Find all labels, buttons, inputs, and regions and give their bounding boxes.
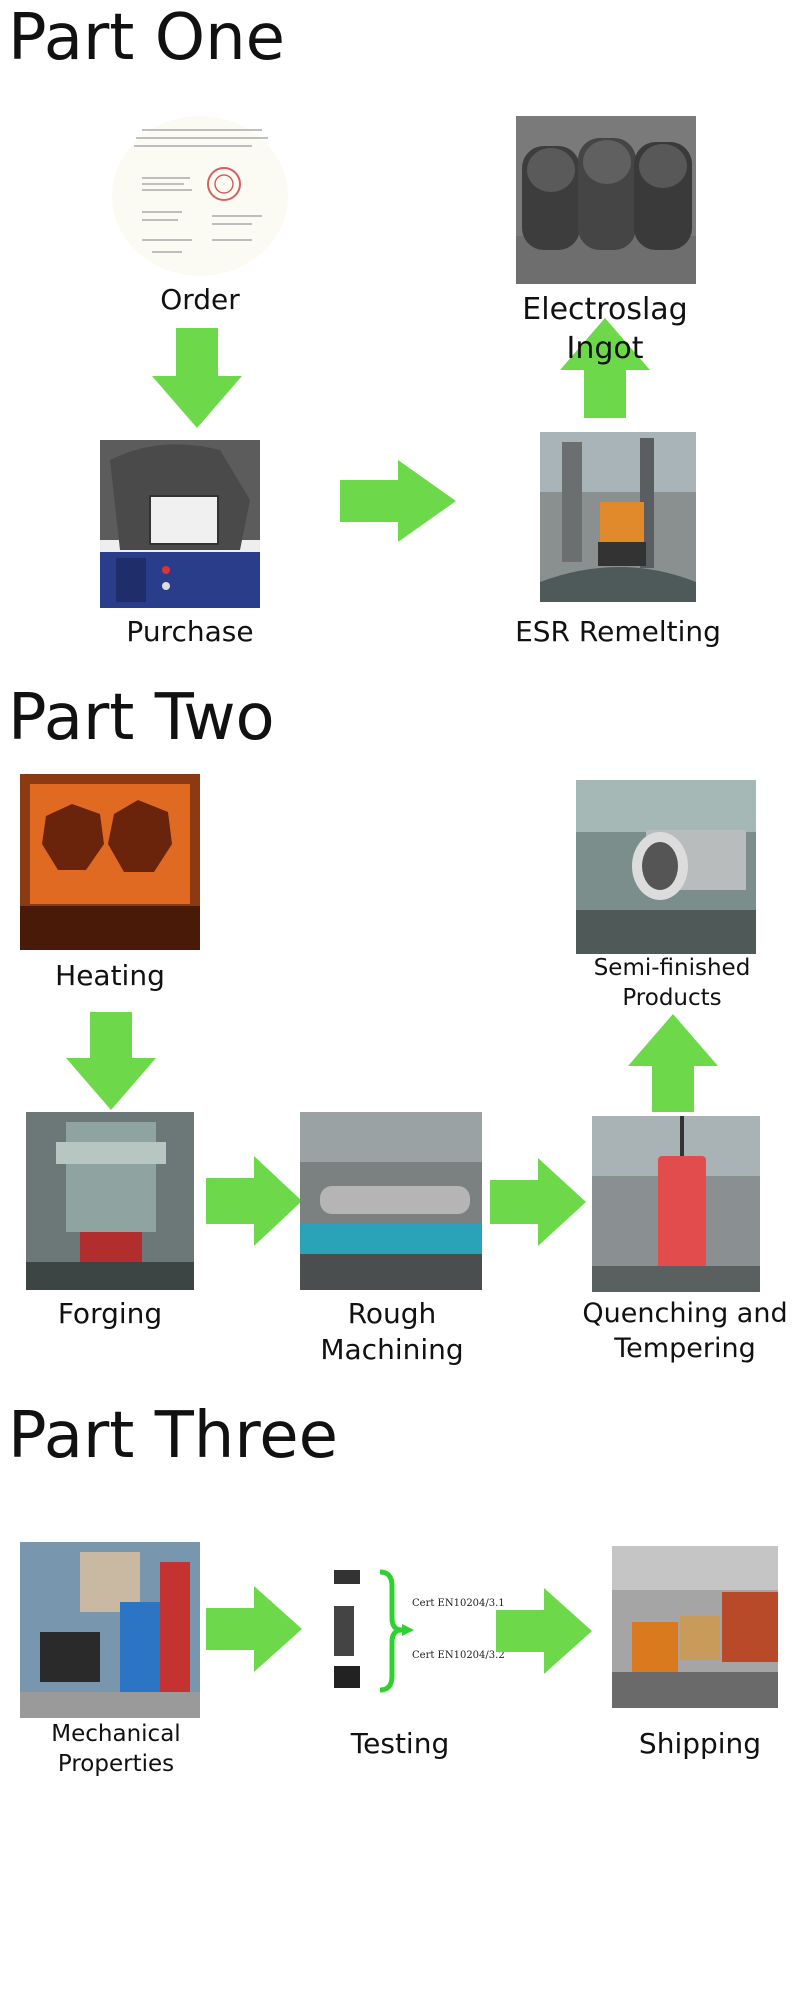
arrow-down-order [152, 328, 242, 428]
cert-3-1: Cert EN10204/3.1 [412, 1598, 505, 1609]
mech-line2: Properties [57, 1750, 175, 1777]
heating-image [20, 774, 200, 950]
testing-label: Testing [350, 1727, 450, 1760]
testing-certificates-graphic: Cert EN10204/3.1 Cert EN10204/3.2 [330, 1566, 505, 1696]
quenching-tempering-image [592, 1116, 760, 1292]
quenching-line1: Quenching and [582, 1298, 788, 1329]
forging-label: Forging [57, 1297, 163, 1330]
electroslag-ingot-label: Electroslag Ingot [522, 292, 688, 366]
shipping-label: Shipping [638, 1727, 762, 1760]
quenching-tempering-label: Quenching and Tempering [578, 1296, 792, 1366]
part-one-title: Part One [8, 1, 285, 75]
order-image [112, 116, 288, 276]
cert-3-2: Cert EN10204/3.2 [412, 1650, 505, 1661]
arrow-right-purchase [340, 460, 456, 542]
heating-label: Heating [55, 959, 165, 992]
arrow-down-heating [66, 1012, 156, 1110]
rough-machining-label: Rough Machining [320, 1297, 464, 1367]
arrow-up-esr [560, 318, 650, 418]
part-two-title: Part Two [8, 681, 275, 755]
forging-image [26, 1112, 194, 1290]
mechanical-properties-image [20, 1542, 200, 1718]
semi-line1: Semi-finished [593, 955, 751, 981]
semi-finished-image [576, 780, 756, 954]
purchase-label: Purchase [126, 615, 254, 648]
arrow-right-machining [490, 1158, 586, 1246]
purchase-image [100, 440, 260, 608]
mech-line1: Mechanical [51, 1721, 181, 1747]
rough-machining-image [300, 1112, 482, 1290]
esr-remelting-label: ESR Remelting [515, 615, 721, 648]
arrow-up-quenching [628, 1014, 718, 1112]
order-label: Order [160, 283, 240, 316]
quenching-line2: Tempering [614, 1333, 756, 1365]
semi-finished-label: Semi-finished Products [572, 954, 772, 1014]
electroslag-ingot-image [516, 116, 696, 284]
arrow-right-mechanical [206, 1586, 302, 1672]
esr-remelting-image [540, 432, 696, 602]
mechanical-properties-label: Mechanical Properties [16, 1720, 216, 1780]
part-three-title: Part Three [8, 1399, 338, 1473]
arrow-right-testing [496, 1588, 592, 1674]
shipping-image [612, 1546, 778, 1708]
arrow-right-forging [206, 1156, 302, 1246]
semi-line2: Products [622, 984, 722, 1011]
